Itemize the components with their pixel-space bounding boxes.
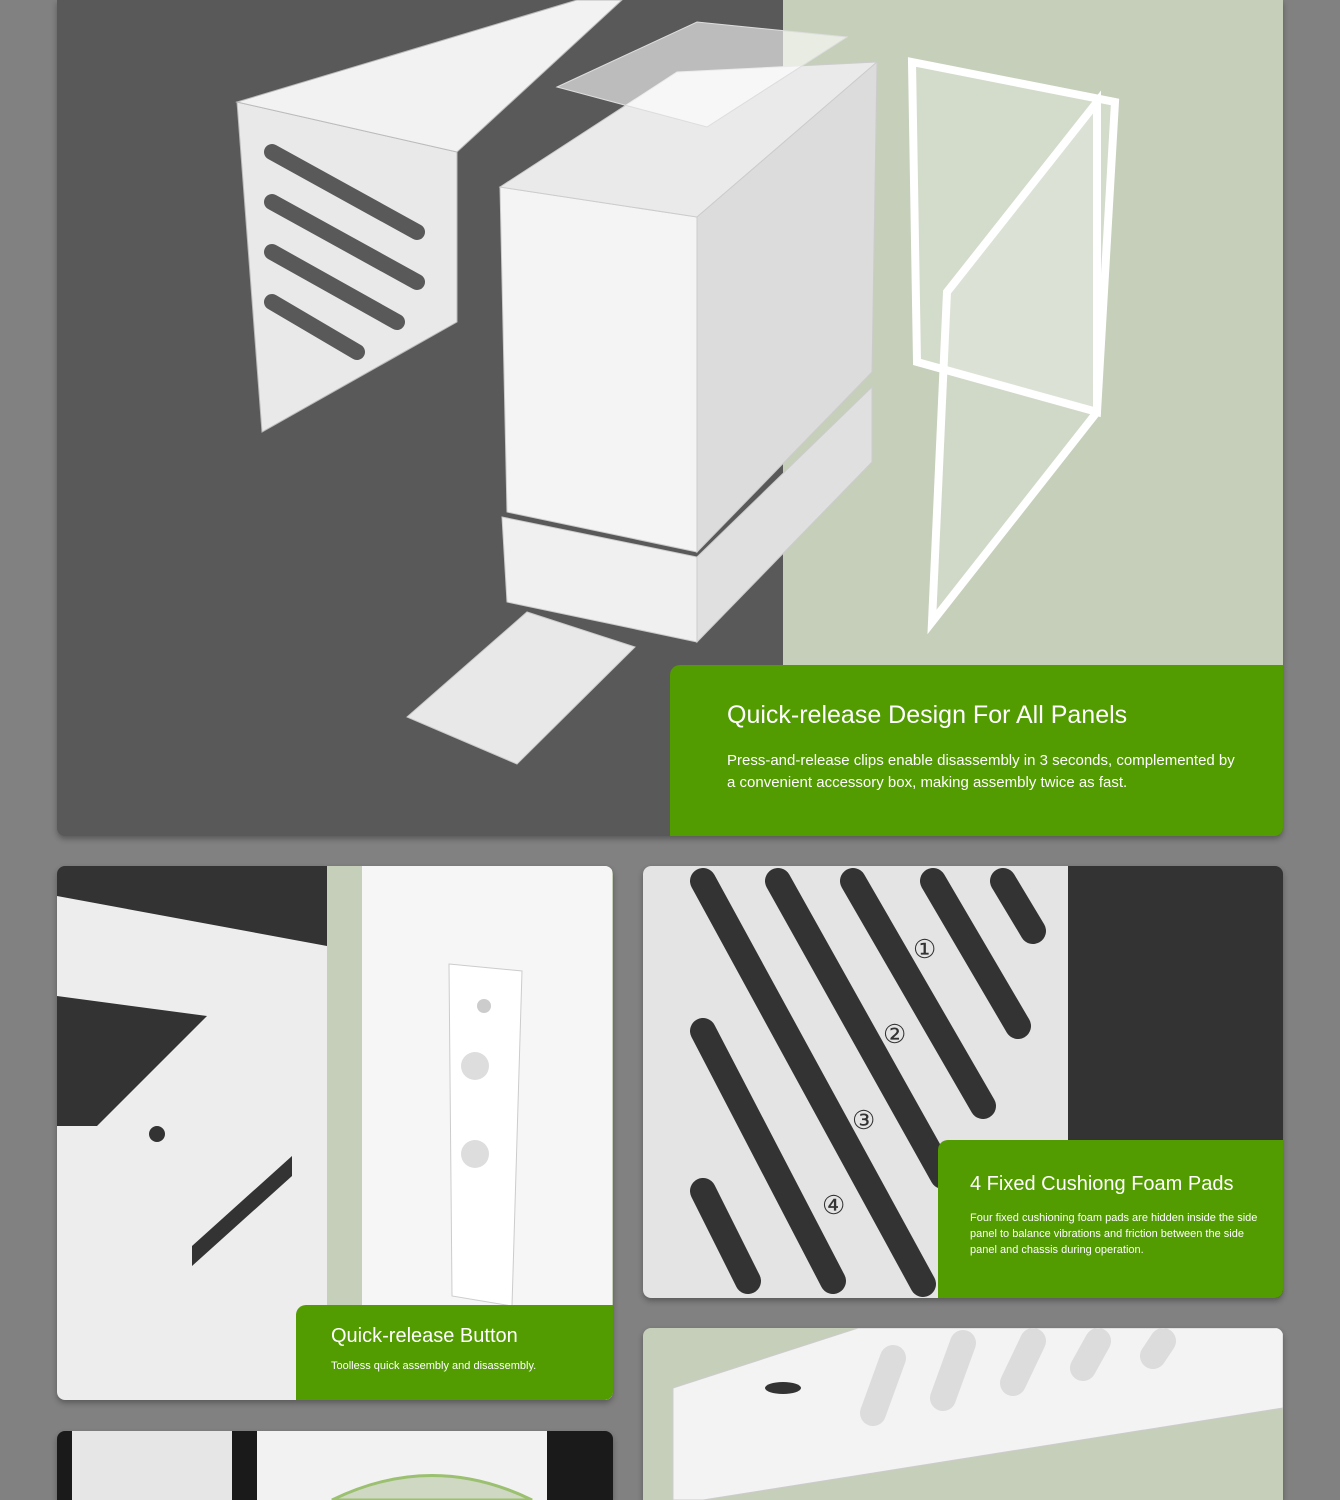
caption-box: Quick-release Design For All Panels Pres… bbox=[670, 665, 1283, 836]
caption-box: Quick-release Button Toolless quick asse… bbox=[296, 1305, 613, 1400]
feature-title: Quick-release Button bbox=[331, 1325, 518, 1347]
feature-card-foam-pads: ① ② ③ ④ 4 Fixed Cushiong Foam Pads Four … bbox=[643, 866, 1283, 1298]
feature-card-top-panel bbox=[643, 1328, 1283, 1500]
foam-pad-marker-3: ③ bbox=[852, 1105, 876, 1135]
foam-pad-marker-4: ④ bbox=[822, 1190, 846, 1220]
top-panel-illustration bbox=[672, 1328, 1283, 1500]
feature-card-quick-release-button: Quick-release Button Toolless quick asse… bbox=[57, 866, 613, 1400]
foam-pad-marker-2: ② bbox=[883, 1019, 907, 1049]
foam-pad-marker-1: ① bbox=[913, 934, 937, 964]
feature-description: Toolless quick assembly and disassembly. bbox=[331, 1360, 537, 1372]
caption-box: 4 Fixed Cushiong Foam Pads Four fixed cu… bbox=[938, 1140, 1283, 1298]
exploded-case-illustration bbox=[235, 0, 1120, 765]
feature-description: Press-and-release clips enable disassemb… bbox=[727, 752, 1235, 791]
feature-card-quick-release-panels: Quick-release Design For All Panels Pres… bbox=[57, 0, 1283, 836]
feature-card-interior bbox=[57, 1431, 613, 1500]
feature-description: Four fixed cushioning foam pads are hidd… bbox=[970, 1212, 1258, 1256]
feature-title: Quick-release Design For All Panels bbox=[727, 701, 1128, 729]
interior-illustration bbox=[72, 1431, 547, 1500]
feature-title: 4 Fixed Cushiong Foam Pads bbox=[970, 1173, 1234, 1195]
